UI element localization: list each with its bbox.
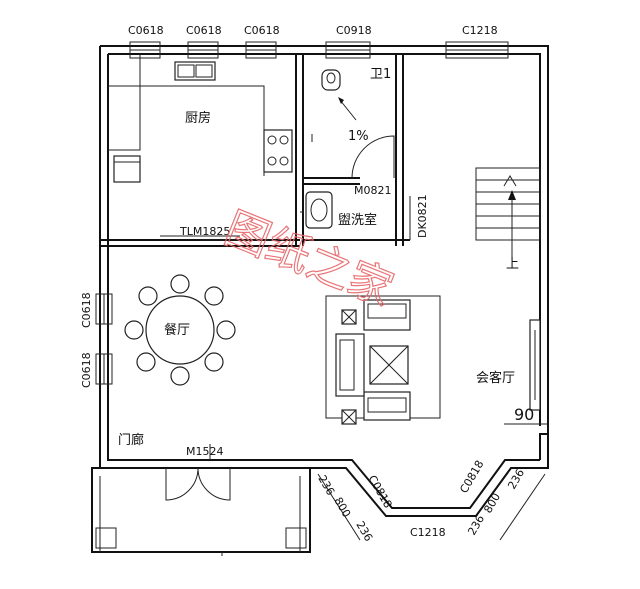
- bay-dimension-lines: [317, 473, 546, 541]
- step-label: 90: [514, 405, 534, 424]
- room-label-dining: 餐厅: [164, 322, 190, 338]
- dining-table: [124, 274, 236, 386]
- room-label-living: 会客厅: [476, 370, 515, 386]
- slope-label: 1%: [348, 129, 369, 144]
- stair-up-label: 上: [506, 257, 519, 272]
- window-label-left-2: C0618: [80, 352, 93, 388]
- door-label-opening: DK0821: [416, 194, 429, 238]
- dim-left-1: 236: [315, 473, 337, 498]
- door-label-entrance: M1524: [186, 445, 224, 458]
- window-label-top-5: C1218: [462, 24, 498, 37]
- window-label-bay-front: C1218: [410, 526, 446, 539]
- interior-walls: [100, 54, 410, 460]
- room-label-foyer: 门廊: [118, 432, 144, 448]
- door-label-kitchen: TLM1825: [179, 225, 230, 238]
- window-label-left-1: C0618: [80, 292, 93, 328]
- bathroom-fixtures: [311, 69, 395, 179]
- sofa-set: [325, 295, 441, 425]
- window-label-top-1: C0618: [128, 24, 164, 37]
- room-label-wash: 盥洗室: [338, 212, 377, 228]
- room-label-bathroom: 卫1: [370, 67, 391, 82]
- dim-right-2: 800: [481, 491, 503, 516]
- window-label-bay-left: C0818: [365, 473, 394, 510]
- top-windows: [129, 41, 509, 59]
- entrance-porch: [91, 467, 311, 556]
- window-label-top-2: C0618: [186, 24, 222, 37]
- kitchen-fixtures: [108, 54, 293, 241]
- wash-fixtures: [300, 191, 333, 229]
- dim-left-3: 236: [353, 519, 375, 544]
- tv-cabinet: [529, 319, 541, 411]
- left-windows: [95, 293, 113, 385]
- dim-left-2: 800: [331, 495, 353, 520]
- door-label-bath: M0821: [354, 184, 392, 197]
- window-label-top-3: C0618: [244, 24, 280, 37]
- room-label-kitchen: 厨房: [185, 110, 211, 126]
- staircase: [475, 167, 541, 260]
- window-label-top-4: C0918: [336, 24, 372, 37]
